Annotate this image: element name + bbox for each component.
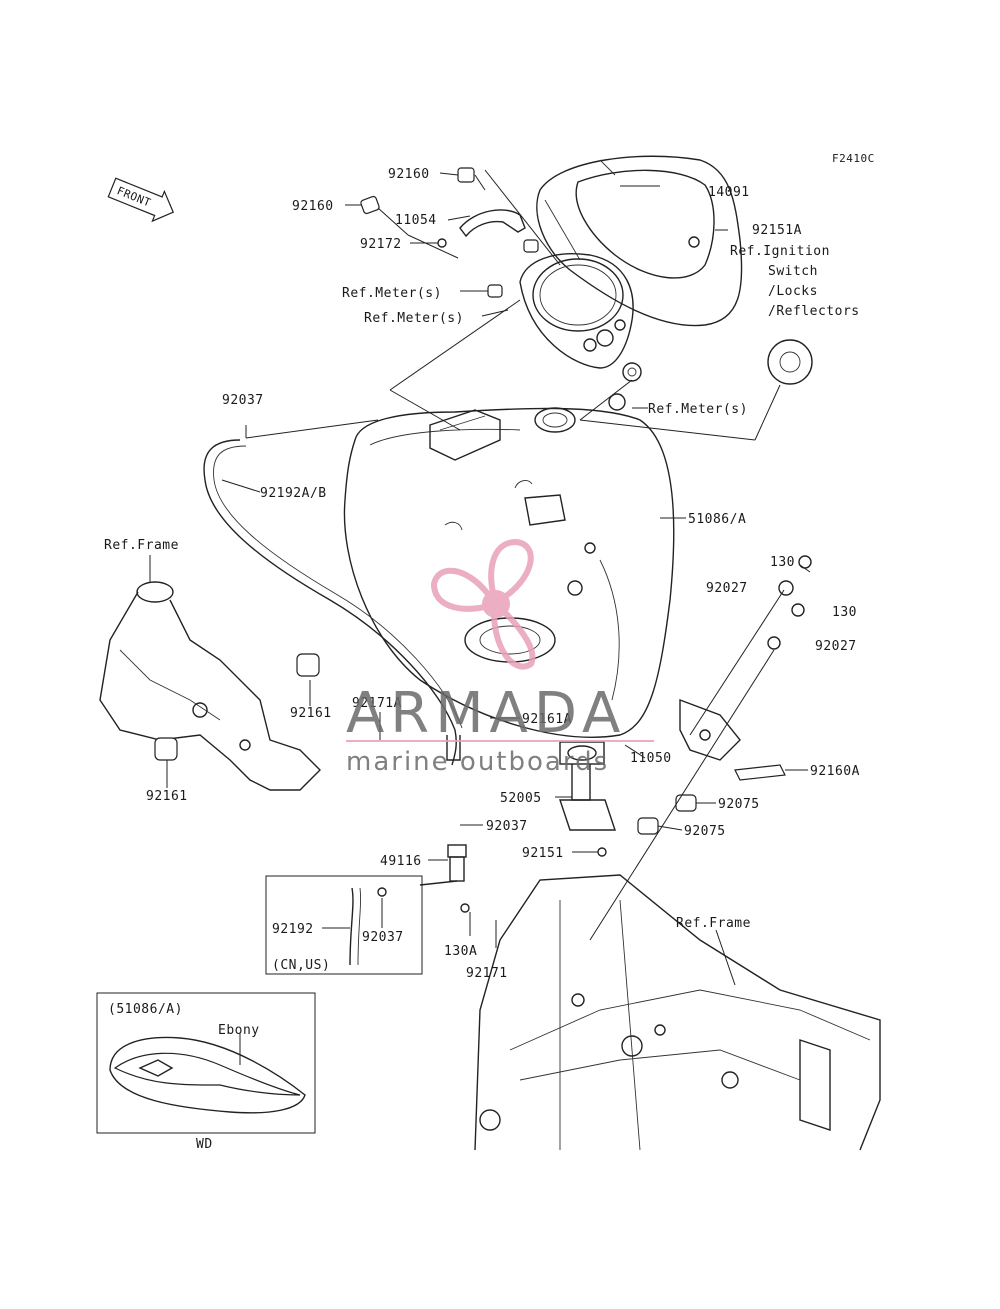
- label-ref-meter-1: Ref.Meter(s): [342, 286, 442, 301]
- watermark-tagline: marine outboards: [346, 747, 609, 777]
- label-ref-meter-3: Ref.Meter(s): [648, 402, 748, 417]
- label-92192ab: 92192A/B: [260, 486, 327, 501]
- label-inset-code: (51086/A): [108, 1002, 183, 1017]
- figure-code: F2410C: [832, 152, 875, 165]
- frame-right-part: [460, 874, 881, 1151]
- label-ref-frame-right: Ref.Frame: [676, 916, 751, 931]
- label-inset-ebony: Ebony: [218, 1023, 260, 1038]
- tank-pad-part: [734, 764, 786, 781]
- label-ref-ignition-3: /Locks: [768, 284, 818, 299]
- label-92075-a: 92075: [718, 797, 760, 812]
- label-ref-ignition-4: /Reflectors: [768, 304, 860, 319]
- label-92037-top: 92037: [222, 393, 264, 408]
- label-51086a: 51086/A: [688, 512, 746, 527]
- leader-lines: [149, 169, 811, 1065]
- label-92160-left: 92160: [292, 199, 334, 214]
- label-92075-b: 92075: [684, 824, 726, 839]
- label-92161-right: 92161: [290, 706, 332, 721]
- label-11054: 11054: [395, 213, 437, 228]
- label-cn-us: (CN,US): [272, 958, 330, 973]
- label-92161-bottom: 92161: [146, 789, 188, 804]
- label-130a: 130A: [444, 944, 477, 959]
- label-92037-mid: 92037: [486, 819, 528, 834]
- damper-part: [637, 817, 659, 835]
- propeller-logo-icon: [430, 538, 536, 670]
- watermark-brand: ARMADA: [346, 681, 626, 746]
- label-inset-wd: WD: [196, 1137, 213, 1152]
- armada-watermark: ARMADA marine outboards: [346, 538, 654, 777]
- label-11050: 11050: [630, 751, 672, 766]
- label-130-b: 130: [832, 605, 857, 620]
- label-ref-ignition-2: Switch: [768, 264, 818, 279]
- label-ref-ignition-1: Ref.Ignition: [730, 244, 830, 259]
- bolt-part: [798, 555, 812, 569]
- bolt-part: [791, 603, 805, 617]
- label-92027-a: 92027: [706, 581, 748, 596]
- label-92027-b: 92027: [815, 639, 857, 654]
- label-92171a: 92171A: [352, 696, 402, 711]
- washer-part: [778, 580, 794, 596]
- part-labels: 92160 92160 14091 11054 92151A Ref.Ignit…: [104, 167, 860, 1152]
- ebony-tank-inset: [96, 992, 316, 1134]
- fuel-valve-part: [419, 735, 467, 886]
- label-92171: 92171: [466, 966, 508, 981]
- label-92160a: 92160A: [810, 764, 860, 779]
- fuel-tank-part: [343, 407, 741, 761]
- label-92151a: 92151A: [752, 223, 802, 238]
- label-130-a: 130: [770, 555, 795, 570]
- label-ref-frame-left: Ref.Frame: [104, 538, 179, 553]
- label-ref-meter-2: Ref.Meter(s): [364, 311, 464, 326]
- label-52005: 52005: [500, 791, 542, 806]
- damper-part: [675, 794, 697, 812]
- meter-assembly-part: [519, 253, 642, 411]
- frame-left-part: [99, 581, 321, 791]
- label-92172: 92172: [360, 237, 402, 252]
- label-49116: 49116: [380, 854, 422, 869]
- meter-cover-part: [536, 155, 743, 327]
- washer-part: [767, 636, 781, 650]
- breather-hose-part: [203, 439, 457, 766]
- label-14091: 14091: [708, 185, 750, 200]
- cn-us-inset: [265, 875, 423, 975]
- front-arrow-icon: FRONT: [107, 177, 175, 223]
- grommet-parts: [360, 167, 813, 385]
- label-92037-low: 92037: [362, 930, 404, 945]
- label-92161a: 92161A: [522, 712, 572, 727]
- label-92151: 92151: [522, 846, 564, 861]
- label-92192: 92192: [272, 922, 314, 937]
- label-92160-top: 92160: [388, 167, 430, 182]
